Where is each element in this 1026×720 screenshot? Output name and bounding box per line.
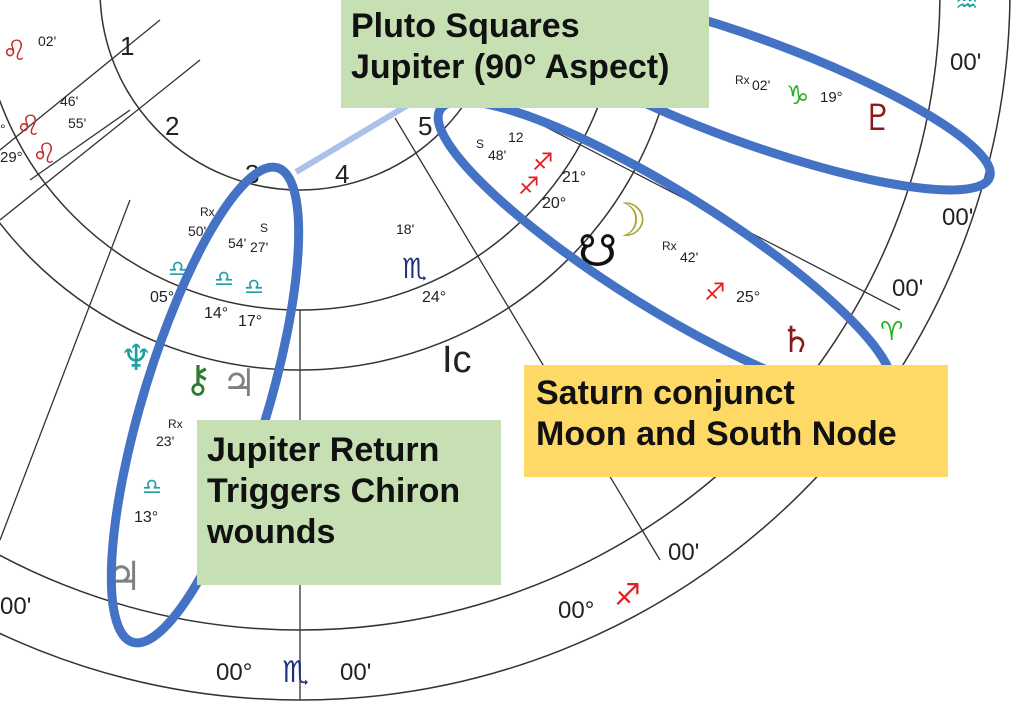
- libra-s: S: [260, 221, 268, 235]
- cusp-1-2: [0, 19, 161, 151]
- node-min2: 12: [508, 129, 524, 145]
- cusp-right-mid2: 00': [942, 204, 973, 231]
- left-edge-labels: ♌ 02' 46' 55' ° ♌ ♌ 29°: [0, 33, 86, 170]
- moon-node-group: S 48' 12 ♐ ♐ 21° 20° ☽ ☋: [476, 129, 647, 277]
- callout-jupiter-line2: Triggers Chiron: [207, 471, 461, 510]
- libra-cluster: Rx S 50' 54' 27' ♎ ♎ ♎ 05° 14° 17° ♆ ⚷ ♃: [120, 205, 268, 405]
- scorpio-min: 18': [396, 221, 414, 237]
- cusp-right-mid: 00': [892, 275, 923, 302]
- callout-saturn-line2: Moon and South Node: [536, 414, 897, 453]
- pluto-retro: Rx: [735, 73, 750, 87]
- left-min-c: 55': [68, 115, 86, 131]
- saturn-icon: ♄: [780, 320, 812, 361]
- house-number-4: 4: [335, 159, 349, 189]
- capricorn-icon: ♑: [786, 81, 809, 111]
- cusp-left-bottom: 00': [0, 593, 31, 620]
- node-deg2: 20°: [542, 195, 566, 212]
- leo-icon: ♌: [2, 34, 27, 67]
- scorpio-group: 18' ♏ 24° Ic: [396, 221, 472, 381]
- libra-m3: 27': [250, 239, 268, 255]
- callout-pluto-jupiter: Pluto Squares Jupiter (90° Aspect): [341, 0, 709, 108]
- callout-saturn: Saturn conjunct Moon and South Node: [524, 365, 948, 477]
- cusp-5-6: [394, 117, 661, 561]
- lower-libra-retro: Rx: [168, 417, 183, 431]
- left-deg-e: °: [0, 121, 6, 137]
- house-number-2: 2: [165, 111, 179, 141]
- callout-pluto-line1: Pluto Squares: [351, 7, 580, 45]
- aquarius-icon: ♒: [955, 0, 978, 19]
- left-deg-d: 29°: [0, 149, 23, 166]
- saturn-retro: Rx: [662, 239, 677, 253]
- jupiter-icon-natal: ♃: [222, 361, 256, 405]
- cusp-3-left: [0, 199, 131, 541]
- left-min-a: 02': [38, 33, 56, 49]
- cusp-bottom-mid-min: 00': [340, 659, 371, 686]
- libra-m2: 54': [228, 235, 246, 251]
- cusp-small: [29, 109, 131, 181]
- sagittarius-icon: ♐: [614, 578, 641, 613]
- leo-icon-2: ♌: [16, 109, 41, 142]
- libra-icon-2: ♎: [214, 267, 234, 292]
- libra-d2: 14°: [204, 305, 228, 322]
- house-number-5: 5: [418, 111, 432, 141]
- libra-d3: 17°: [238, 313, 262, 330]
- saturn-min: 42': [680, 249, 698, 265]
- cusp-top-right: 00': [950, 49, 981, 76]
- scorpio-deg: 24°: [422, 289, 446, 306]
- sagittarius-icon-1: ♐: [532, 148, 554, 176]
- pluto-group: Rx 02' ♑ 19° ♇: [735, 73, 894, 139]
- cusp-2-3: [0, 59, 201, 221]
- sagittarius-icon-3: ♐: [704, 278, 726, 306]
- pluto-min: 02': [752, 77, 770, 93]
- inner-circle: [99, 0, 501, 191]
- house-number-1: 1: [120, 31, 134, 61]
- callout-jupiter-line3: wounds: [207, 512, 336, 551]
- libra-d1: 05°: [150, 289, 174, 306]
- node-deg1: 21°: [562, 169, 586, 186]
- saturn-group: Rx 42' ♐ 25° ♄: [662, 239, 812, 361]
- pluto-deg: 19°: [820, 89, 843, 106]
- moon-icon: ☽: [606, 193, 647, 247]
- libra-m1: 50': [188, 223, 206, 239]
- libra-icon-4: ♎: [142, 475, 162, 500]
- left-min-b: 46': [60, 93, 78, 109]
- saturn-deg: 25°: [736, 289, 760, 306]
- libra-icon-3: ♎: [244, 275, 264, 300]
- aries-partial-icon: ♈: [880, 317, 903, 347]
- node-s: S: [476, 137, 484, 151]
- callout-pluto-line2: Jupiter (90° Aspect): [351, 47, 670, 86]
- sagittarius-icon-2: ♐: [518, 172, 540, 200]
- cusp-bottom-00: 00': [668, 539, 699, 566]
- ic-label: Ic: [442, 339, 472, 381]
- chiron-icon: ⚷: [184, 357, 212, 401]
- lower-libra-deg: 13°: [134, 509, 158, 526]
- pluto-icon: ♇: [862, 98, 894, 139]
- callout-jupiter-line1: Jupiter Return: [207, 431, 440, 469]
- cusp-bottom-mid-deg: 00°: [216, 659, 252, 686]
- scorpio-cusp-icon: ♏: [282, 655, 309, 690]
- leo-icon-3: ♌: [32, 137, 57, 170]
- libra-retro: Rx: [200, 205, 215, 219]
- cusp-bottom-deg: 00°: [558, 597, 594, 624]
- scorpio-icon: ♏: [402, 252, 427, 285]
- node-min1: 48': [488, 147, 506, 163]
- callout-saturn-line1: Saturn conjunct: [536, 374, 795, 412]
- callout-jupiter-return: Jupiter Return Triggers Chiron wounds: [197, 420, 501, 585]
- lower-libra-min: 23': [156, 433, 174, 449]
